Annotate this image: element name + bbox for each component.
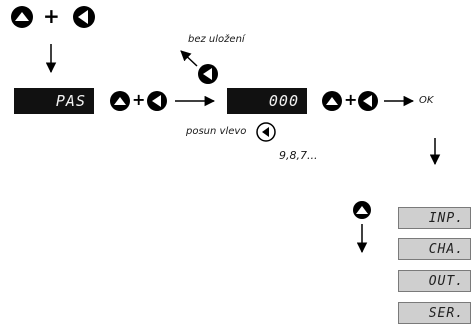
up-button-icon	[353, 201, 371, 219]
left-button-icon	[198, 64, 218, 84]
label-posun-vlevo: posun vlevo	[186, 126, 247, 137]
code-display: 000	[227, 88, 307, 114]
up-button-icon	[11, 6, 33, 28]
label-sequence: 9,8,7...	[279, 149, 318, 162]
menu-item-ser: SER.	[398, 302, 471, 324]
plus-sign: +	[344, 90, 358, 109]
arrow-diagonal-icon	[180, 50, 198, 67]
menu-item-inp: INP.	[398, 207, 471, 229]
left-button-outline-icon	[256, 122, 276, 142]
menu-item-cha: CHA.	[398, 238, 471, 260]
password-display: PAS	[14, 88, 94, 114]
left-button-icon	[358, 91, 378, 111]
menu-item-out: OUT.	[398, 270, 471, 292]
left-button-icon	[147, 91, 167, 111]
up-button-icon	[110, 91, 130, 111]
plus-sign: +	[132, 90, 146, 109]
label-bez-ulozeni: bez uložení	[188, 34, 245, 45]
left-button-icon	[73, 6, 95, 28]
label-ok: OK	[419, 95, 434, 106]
plus-sign: +	[43, 4, 60, 28]
up-button-icon	[322, 91, 342, 111]
